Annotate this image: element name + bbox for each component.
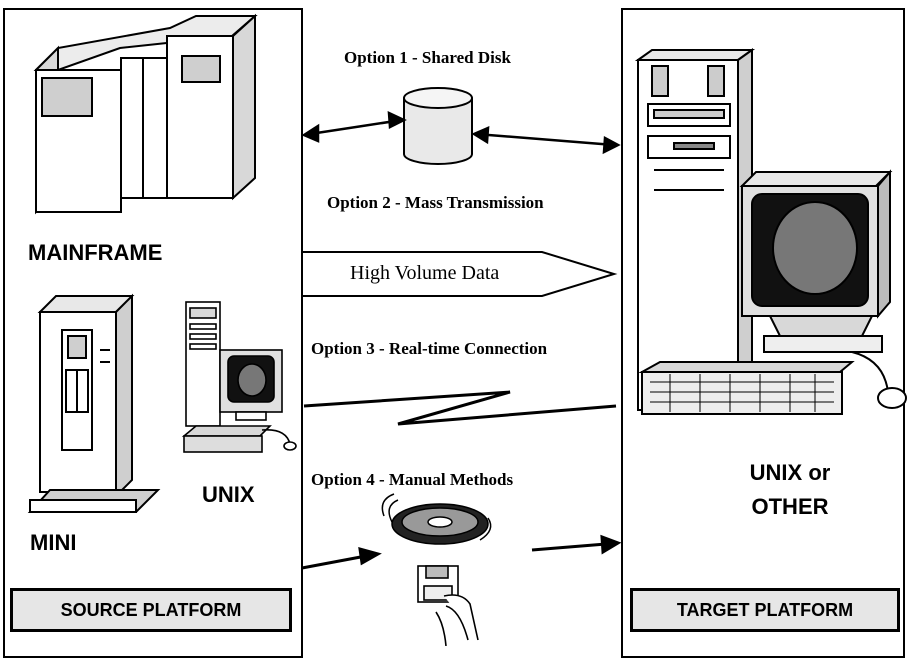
option4-label: Option 4 - Manual Methods — [311, 470, 514, 489]
high-volume-data-text: High Volume Data — [350, 262, 500, 284]
option1-left-arrow — [301, 110, 407, 143]
realtime-connection-line — [303, 390, 617, 426]
floppy-hand-icon — [417, 565, 479, 646]
target-system-label: UNIX or OTHER — [720, 456, 860, 524]
option4-arrow-out — [531, 534, 622, 555]
option2-label: Option 2 - Mass Transmission — [327, 193, 544, 212]
mainframe-label: MAINFRAME — [28, 240, 163, 265]
option1-label: Option 1 - Shared Disk — [344, 48, 511, 67]
mini-label: MINI — [30, 530, 77, 555]
target-system-label-line2: OTHER — [751, 494, 829, 519]
option4-arrow-in — [301, 546, 382, 570]
target-computer-icon — [634, 48, 907, 415]
high-volume-data-arrow — [301, 251, 618, 297]
target-platform-box: TARGET PLATFORM — [630, 588, 900, 632]
option3-label: Option 3 - Real-time Connection — [311, 339, 548, 358]
unix-label: UNIX — [202, 482, 255, 507]
target-system-label-line1: UNIX or — [749, 460, 831, 485]
mainframe-icon — [33, 13, 258, 215]
option1-right-arrow — [471, 126, 621, 155]
mini-computer-icon — [27, 293, 161, 513]
source-platform-box: SOURCE PLATFORM — [10, 588, 292, 632]
unix-workstation-icon — [181, 301, 297, 453]
cd-disc-icon — [381, 493, 492, 545]
shared-disk-icon — [403, 87, 473, 165]
